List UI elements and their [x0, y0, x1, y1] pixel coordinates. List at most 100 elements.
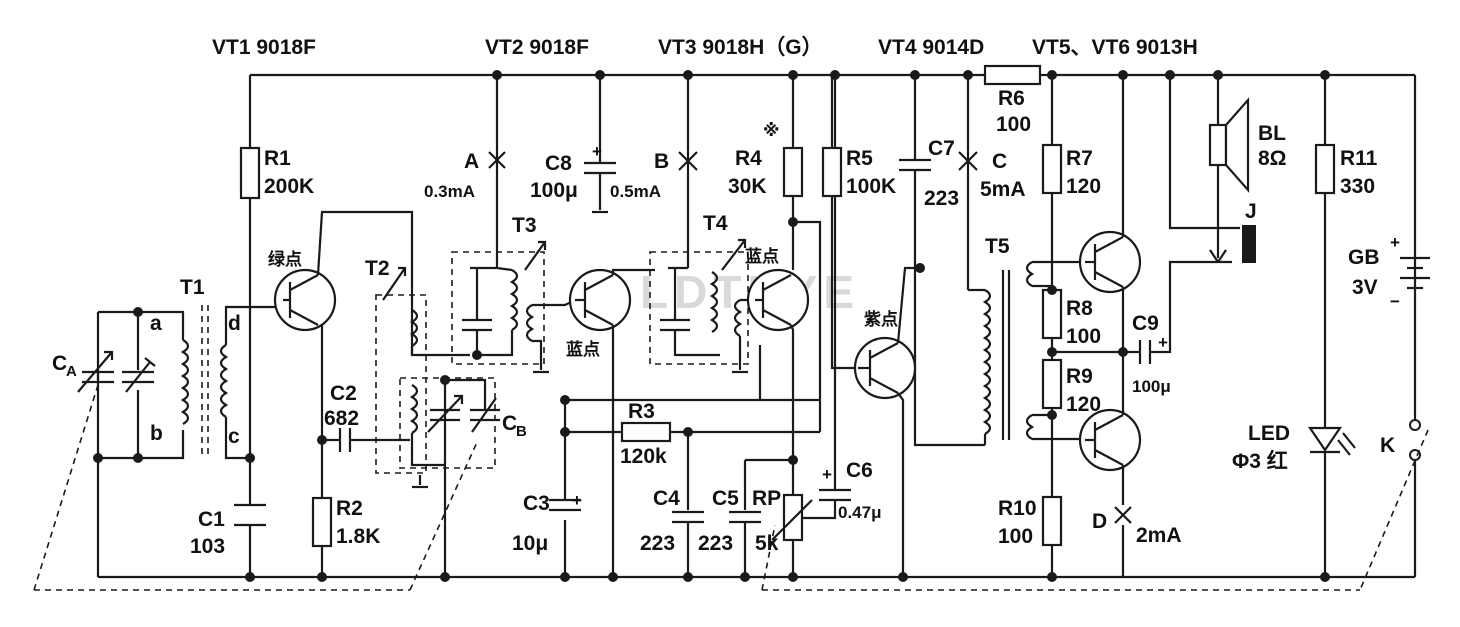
- rp-name: RP: [752, 487, 781, 510]
- c8-value: 100μ: [530, 179, 578, 202]
- t2-label: T2: [365, 257, 390, 280]
- led-value: Φ3 红: [1232, 449, 1288, 473]
- antenna-tuning-section: [33, 305, 410, 591]
- tp-b-value: 0.5mA: [610, 182, 661, 201]
- c9-plus: +: [1158, 333, 1168, 352]
- r7-value: 120: [1066, 175, 1101, 198]
- r10-resistor: [1041, 495, 1063, 547]
- dot-purple: 紫点: [864, 309, 898, 329]
- c3-value: 10μ: [512, 532, 548, 555]
- c2-value: 682: [324, 407, 359, 430]
- switch-label: K: [1380, 434, 1395, 457]
- vt3-label: VT3 9018H（G）: [658, 35, 823, 59]
- tp-b-name: B: [654, 150, 669, 173]
- r11-value: 330: [1340, 175, 1375, 198]
- r7-name: R7: [1066, 147, 1093, 170]
- r11-name: R11: [1340, 147, 1378, 170]
- c5-name: C5: [712, 487, 739, 510]
- r2-resistor: [311, 496, 333, 548]
- tp-c-value: 5mA: [980, 178, 1026, 201]
- r2-name: R2: [336, 497, 363, 520]
- vt4-label: VT4 9014D: [878, 36, 984, 59]
- r1-resistor: [239, 146, 261, 200]
- c4-value: 223: [640, 532, 675, 555]
- gb-plus: +: [1390, 233, 1400, 252]
- t5-label: T5: [985, 235, 1010, 258]
- t5-output-transformer: [968, 260, 1085, 445]
- tp-c-name: C: [992, 150, 1007, 173]
- cb-sub: B: [516, 423, 527, 440]
- c2-name: C2: [330, 382, 357, 405]
- vt2-stage: [488, 70, 820, 582]
- r3-value: 120k: [620, 445, 667, 468]
- gb-value: 3V: [1352, 276, 1378, 299]
- r4-name: R4: [735, 147, 762, 170]
- r8-value: 100: [1066, 325, 1101, 348]
- c5-value: 223: [698, 532, 733, 555]
- tp-d-name: D: [1092, 510, 1107, 533]
- pin-d: d: [228, 312, 241, 335]
- c6-name: C6: [846, 459, 873, 482]
- jack-icon: [1242, 225, 1256, 263]
- t4-label: T4: [703, 212, 728, 235]
- r10-value: 100: [998, 525, 1033, 548]
- r5-resistor: [821, 146, 843, 198]
- vt4-stage: [853, 70, 985, 582]
- tp-d-value: 2mA: [1136, 524, 1182, 547]
- r9-resistor: [1041, 358, 1063, 410]
- r8-resistor: [1041, 288, 1063, 340]
- t4-if-transformer: [649, 70, 770, 400]
- pin-a: a: [150, 312, 162, 335]
- t1-label: T1: [180, 276, 205, 299]
- r1-name: R1: [264, 147, 291, 170]
- t3-label: T3: [512, 214, 537, 237]
- c1-value: 103: [190, 535, 225, 558]
- c6-value: 0.47μ: [838, 503, 882, 522]
- vt5-vt6-stage: [1041, 70, 1232, 582]
- gb-minus: −: [1390, 292, 1400, 311]
- bl-name: BL: [1258, 122, 1286, 145]
- r3-resistor: [620, 421, 672, 443]
- r6-name: R6: [998, 87, 1025, 110]
- t3-if-transformer: [451, 75, 576, 374]
- r11-resistor: [1314, 143, 1336, 195]
- r5-name: R5: [846, 147, 873, 170]
- r6-resistor: [983, 64, 1042, 86]
- cb-label: C: [502, 412, 517, 435]
- vt3-stage: [672, 70, 858, 591]
- dot-blue-1: 蓝点: [566, 339, 600, 359]
- r10-name: R10: [998, 497, 1037, 520]
- led-icon: [1307, 426, 1343, 452]
- c9-value: 100μ: [1132, 377, 1171, 396]
- r2-value: 1.8K: [336, 525, 380, 548]
- dot-green: 绿点: [268, 249, 302, 269]
- c4-name: C4: [653, 487, 680, 510]
- tp-a-value: 0.3mA: [424, 182, 475, 201]
- led-name: LED: [1248, 422, 1290, 445]
- vt56-label: VT5、VT6 9013H: [1032, 36, 1198, 59]
- r4-value: 30K: [728, 175, 767, 198]
- battery: [1400, 256, 1430, 290]
- c3-name: C3: [523, 492, 550, 515]
- tp-a-name: A: [464, 150, 479, 173]
- c1-name: C1: [198, 508, 225, 531]
- ca-label: C: [52, 352, 67, 375]
- r4-resistor: [782, 146, 804, 198]
- c6-plus: +: [822, 465, 832, 484]
- r7-resistor: [1041, 143, 1063, 195]
- c3-plus: +: [572, 491, 582, 510]
- r1-value: 200K: [264, 175, 314, 198]
- speaker-jack: [1165, 70, 1256, 263]
- rp-value: 5k: [755, 532, 779, 555]
- switch-k: [762, 419, 1429, 591]
- speaker-icon: [1208, 123, 1228, 167]
- vt1-stage: [234, 75, 414, 582]
- jack-label: J: [1245, 200, 1257, 223]
- vt1-label: VT1 9018F: [212, 36, 316, 59]
- pin-b: b: [150, 422, 163, 445]
- c7-name: C7: [928, 137, 955, 160]
- led-indicator: [1307, 70, 1356, 582]
- c8-name: C8: [545, 152, 572, 175]
